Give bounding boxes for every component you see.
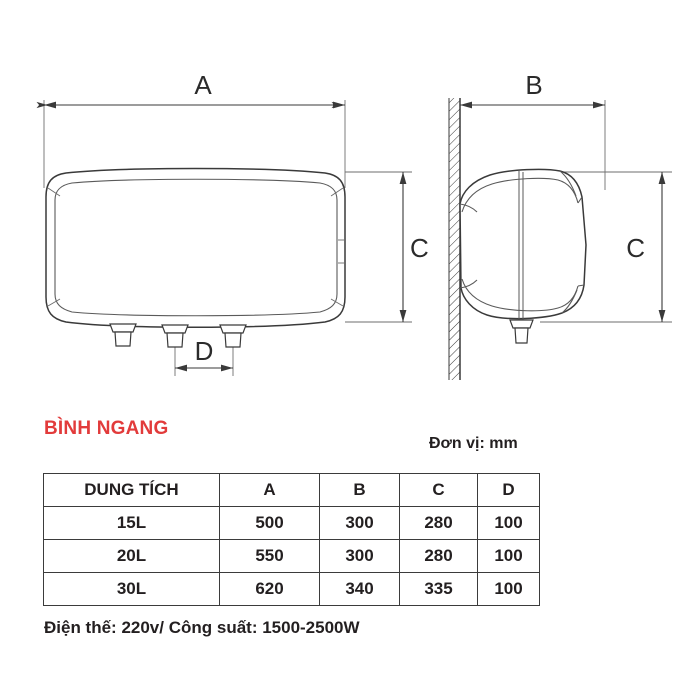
side-view-inner-outline <box>459 170 585 314</box>
side-view-fitting <box>509 319 534 344</box>
dimension-line-C-front: C <box>399 172 429 322</box>
column-header-c: C <box>399 473 478 507</box>
dimension-label-C-front: C <box>410 233 429 263</box>
front-view-group: A C D <box>36 70 429 376</box>
fitting-right <box>219 324 247 348</box>
mounting-wall <box>448 98 461 380</box>
cell-c: 335 <box>399 572 478 606</box>
column-header-b: B <box>319 473 400 507</box>
footer-note: Điện thế: 220v/ Công suất: 1500-2500W <box>44 618 360 637</box>
cell-a: 620 <box>219 572 320 606</box>
section-title: BÌNH NGANG <box>44 418 169 439</box>
fitting-center <box>161 324 189 348</box>
fitting-left <box>109 323 137 347</box>
dimension-line-A: A <box>36 70 345 109</box>
unit-label: Đơn vị: mm <box>429 435 518 452</box>
cell-b: 300 <box>319 539 400 573</box>
side-view-group: B C <box>448 70 672 380</box>
cell-b: 300 <box>319 506 400 540</box>
cell-d: 100 <box>477 539 540 573</box>
dimension-line-D: D <box>175 336 233 372</box>
dimension-line-C-side: C <box>626 172 666 322</box>
cell-c: 280 <box>399 506 478 540</box>
dimension-label-A: A <box>194 70 212 100</box>
front-view-corner-creases <box>47 187 345 307</box>
cell-a: 500 <box>219 506 320 540</box>
dimension-label-B: B <box>525 70 542 100</box>
cell-capacity: 30L <box>43 572 220 606</box>
side-view-center-seam <box>518 171 524 323</box>
front-view-inner-outline <box>54 178 338 317</box>
cell-c: 280 <box>399 539 478 573</box>
cell-d: 100 <box>477 506 540 540</box>
front-view-body <box>45 167 346 328</box>
cell-a: 550 <box>219 539 320 573</box>
table-header-row: DUNG TÍCH A B C D <box>43 473 540 507</box>
specification-table: DUNG TÍCH A B C D 15L 500 300 280 100 20… <box>43 473 540 606</box>
table-row: 30L 620 340 335 100 <box>43 572 540 606</box>
column-header-a: A <box>219 473 320 507</box>
cell-b: 340 <box>319 572 400 606</box>
table-row: 15L 500 300 280 100 <box>43 506 540 540</box>
column-header-d: D <box>477 473 540 507</box>
cell-capacity: 20L <box>43 539 220 573</box>
dimension-line-B: B <box>460 70 605 109</box>
cell-capacity: 15L <box>43 506 220 540</box>
front-view-fittings <box>109 323 247 348</box>
cell-d: 100 <box>477 572 540 606</box>
table-row: 20L 550 300 280 100 <box>43 539 540 573</box>
dimension-label-C-side: C <box>626 233 645 263</box>
caption-row: BÌNH NGANG Đơn vị: mm <box>0 418 700 464</box>
column-header-capacity: DUNG TÍCH <box>43 473 220 507</box>
dimension-label-D: D <box>195 336 214 366</box>
